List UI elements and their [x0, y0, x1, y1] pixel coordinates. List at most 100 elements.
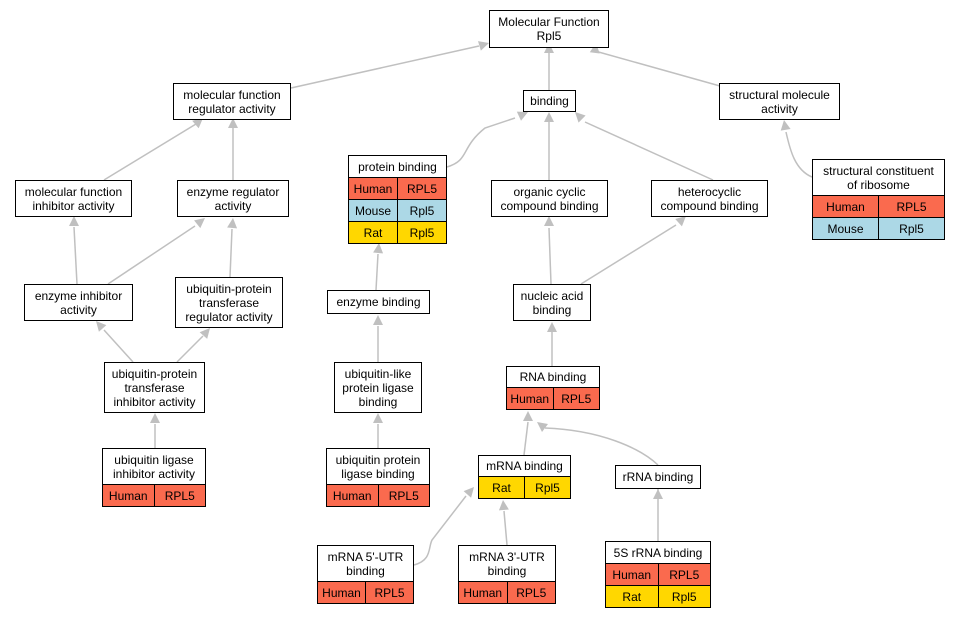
- go-term-node-uptra[interactable]: ubiquitin-protein transferase regulator …: [175, 277, 283, 328]
- go-term-label: enzyme regulator activity: [186, 184, 280, 213]
- go-term-label: ubiquitin-protein transferase regulator …: [185, 281, 273, 324]
- go-term-node-nab[interactable]: nucleic acid binding: [513, 284, 591, 321]
- species-cell: Human: [353, 181, 393, 196]
- go-term-label: Molecular Function Rpl5: [498, 15, 600, 43]
- go-term-node-mf[interactable]: Molecular Function Rpl5: [489, 10, 609, 48]
- arrowhead-icon: [373, 413, 383, 423]
- edge-mfra-mf: [290, 41, 489, 89]
- go-term-label: nucleic acid binding: [520, 288, 584, 317]
- arrowhead-icon: [373, 315, 383, 325]
- edge-rrnab-rnab: [537, 422, 659, 466]
- edge-line: [375, 253, 379, 291]
- edge-binding-mf: [544, 43, 554, 90]
- arrowhead-icon: [192, 118, 203, 129]
- arrowhead-icon: [199, 328, 210, 339]
- gene-cell: Rpl5: [397, 222, 446, 243]
- species-cell: Rat: [492, 480, 511, 495]
- gene-cell: RPL5: [878, 196, 944, 217]
- edge-line: [544, 427, 659, 466]
- go-term-node-ulplb[interactable]: ubiquitin-like protein ligase binding: [334, 362, 422, 413]
- go-term-node-era[interactable]: enzyme regulator activity: [177, 180, 289, 217]
- edge-line: [548, 227, 552, 285]
- edge-line: [580, 224, 677, 285]
- edge-uplb-ulplb: [373, 413, 383, 448]
- arrowhead-icon: [523, 411, 533, 421]
- edge-pb-binding: [446, 111, 528, 168]
- gene-cell: Rpl5: [657, 586, 711, 607]
- edge-line: [446, 117, 516, 168]
- edge-uptia-uptra: [176, 328, 210, 363]
- edge-line: [785, 131, 813, 178]
- gene-cell: RPL5: [657, 564, 711, 585]
- edge-line: [503, 510, 508, 546]
- go-term-label: enzyme inhibitor activity: [34, 288, 123, 317]
- arrowhead-icon: [516, 111, 528, 121]
- go-term-label: 5S rRNA binding: [613, 545, 703, 560]
- arrowhead-icon: [194, 218, 205, 229]
- go-term-node-mfra[interactable]: molecular function regulator activity: [173, 83, 291, 120]
- gene-cell: RPL5: [552, 388, 600, 409]
- go-term-node-binding[interactable]: binding: [523, 90, 576, 112]
- species-cell: Rat: [622, 589, 642, 604]
- edge-uptra-era: [227, 218, 238, 278]
- arrowhead-icon: [675, 216, 686, 227]
- edge-s5rrna-rrnab: [653, 489, 663, 541]
- go-term-node-sma[interactable]: structural molecule activity: [719, 83, 840, 120]
- edge-line: [594, 50, 721, 87]
- edge-uptia-eia: [96, 321, 134, 363]
- edge-nab-occb: [544, 216, 554, 285]
- edge-line: [103, 329, 134, 363]
- go-term-node-eb[interactable]: enzyme binding: [327, 290, 430, 314]
- go-term-label: molecular function regulator activity: [183, 87, 281, 116]
- annotation-row: Rat Rpl5: [349, 221, 446, 243]
- annotation-row: Rat Rpl5: [606, 585, 710, 607]
- edge-hcb-binding: [575, 112, 714, 181]
- edge-eia-mfia: [69, 216, 79, 285]
- go-term-label: molecular function inhibitor activity: [24, 184, 123, 213]
- arrowhead-icon: [780, 120, 791, 131]
- edge-rnab-nab: [547, 322, 557, 366]
- gene-cell: Rpl5: [878, 218, 944, 239]
- species-cell: Rat: [363, 225, 383, 240]
- go-term-node-uptia[interactable]: ubiquitin-protein transferase inhibitor …: [104, 362, 205, 413]
- arrowhead-icon: [228, 118, 238, 128]
- edge-era-mfra: [228, 118, 238, 180]
- edge-nab-hcb: [580, 216, 686, 285]
- go-term-label: binding: [530, 94, 569, 108]
- go-term-label: ubiquitin ligase inhibitor activity: [112, 452, 196, 481]
- go-term-label: ubiquitin-protein transferase inhibitor …: [111, 366, 198, 409]
- go-term-node-occb[interactable]: organic cyclic compound binding: [491, 180, 608, 217]
- arrowhead-icon: [537, 422, 548, 432]
- species-cell: Mouse: [354, 203, 392, 218]
- arrowhead-icon: [150, 413, 160, 423]
- go-term-node-hcb[interactable]: heterocyclic compound binding: [651, 180, 768, 217]
- go-term-label: protein binding: [358, 159, 437, 174]
- gene-cell: RPL5: [397, 178, 446, 199]
- go-term-node-rrnab[interactable]: rRNA binding: [615, 465, 701, 489]
- species-cell: Human: [510, 391, 550, 406]
- arrowhead-icon: [544, 216, 554, 226]
- edge-m3utr-mrnab: [498, 500, 509, 546]
- edge-ulia-uptia: [150, 413, 160, 448]
- go-term-node-mfia[interactable]: molecular function inhibitor activity: [15, 180, 132, 217]
- go-term-node-eia[interactable]: enzyme inhibitor activity: [24, 284, 133, 321]
- edge-line: [584, 121, 714, 181]
- edge-line: [107, 225, 196, 285]
